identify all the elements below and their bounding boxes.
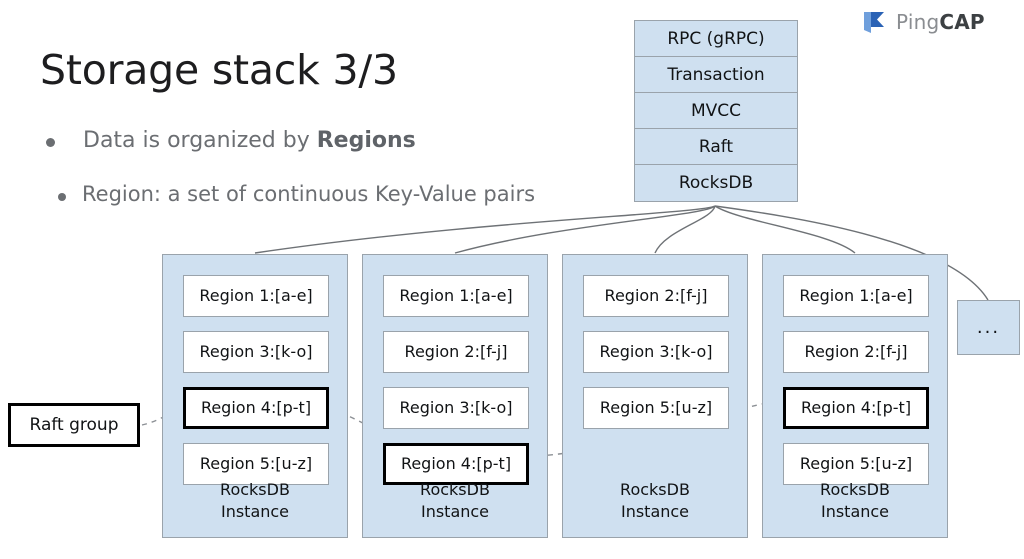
bullet-item-2: Region: a set of continuous Key-Value pa… [58, 182, 535, 206]
instance-label: RocksDB Instance [563, 479, 747, 523]
region-box[interactable]: Region 3:[k-o] [183, 331, 329, 373]
region-box-highlighted[interactable]: Region 4:[p-t] [783, 387, 929, 429]
region-box[interactable]: Region 5:[u-z] [783, 443, 929, 485]
instance-label: RocksDB Instance [763, 479, 947, 523]
instance-label: RocksDB Instance [363, 479, 547, 523]
region-box[interactable]: Region 5:[u-z] [583, 387, 729, 429]
stack-layer-raft: Raft [635, 129, 797, 165]
stack-layer-mvcc: MVCC [635, 93, 797, 129]
region-box-highlighted[interactable]: Region 4:[p-t] [383, 443, 529, 485]
instance-label-line2: Instance [620, 502, 690, 521]
connector-to-instance-0 [254, 205, 716, 254]
instance-label-line2: Instance [420, 502, 490, 521]
region-box[interactable]: Region 1:[a-e] [783, 275, 929, 317]
region-box[interactable]: Region 2:[f-j] [783, 331, 929, 373]
rocksdb-instance-1: Region 1:[a-e] Region 3:[k-o] Region 4:[… [162, 254, 348, 538]
region-box[interactable]: Region 1:[a-e] [383, 275, 529, 317]
bullet-2-text: Region: a set of continuous Key-Value pa… [82, 182, 536, 206]
instance-label-line2: Instance [820, 502, 890, 521]
connector-to-instance-3 [714, 205, 856, 254]
rocksdb-instance-3: Region 2:[f-j] Region 3:[k-o] Region 5:[… [562, 254, 748, 538]
region-box[interactable]: Region 2:[f-j] [383, 331, 529, 373]
pingcap-logo-text: PingCAP [896, 12, 985, 32]
instance-label: RocksDB Instance [163, 479, 347, 523]
raft-group-callout: Raft group [8, 403, 140, 447]
logo-text-ping: Ping [896, 10, 940, 34]
bullet-dot-icon [58, 193, 66, 201]
stack-layer-transaction: Transaction [635, 57, 797, 93]
bullet-1-text-before: Data is organized by [83, 128, 317, 153]
region-box[interactable]: Region 3:[k-o] [383, 387, 529, 429]
tikv-protocol-stack: RPC (gRPC) Transaction MVCC Raft RocksDB [634, 20, 798, 202]
page-title: Storage stack 3/3 [40, 46, 398, 94]
logo-text-cap: CAP [939, 10, 985, 34]
bullet-1-text-strong: Regions [316, 128, 416, 153]
bullet-1-text: Data is organized by Regions [83, 128, 416, 153]
connector-to-instance-2 [654, 205, 716, 254]
region-box[interactable]: Region 1:[a-e] [183, 275, 329, 317]
region-box[interactable]: Region 5:[u-z] [183, 443, 329, 485]
stack-layer-rocksdb: RocksDB [635, 165, 797, 201]
instance-label-line1: RocksDB [820, 480, 890, 499]
more-instances-ellipsis-box: ... [957, 300, 1020, 355]
region-box-highlighted[interactable]: Region 4:[p-t] [183, 387, 329, 429]
bullet-item-1: Data is organized by Regions [46, 128, 416, 153]
pingcap-logo-mark [862, 9, 888, 35]
instance-label-line2: Instance [220, 502, 290, 521]
rocksdb-instance-4: Region 1:[a-e] Region 2:[f-j] Region 4:[… [762, 254, 948, 538]
connector-to-instance-1 [454, 205, 716, 254]
instance-label-line1: RocksDB [620, 480, 690, 499]
region-box[interactable]: Region 3:[k-o] [583, 331, 729, 373]
instance-label-line1: RocksDB [220, 480, 290, 499]
instance-label-line1: RocksDB [420, 480, 490, 499]
bullet-dot-icon [46, 138, 55, 147]
rocksdb-instance-2: Region 1:[a-e] Region 2:[f-j] Region 3:[… [362, 254, 548, 538]
pingcap-logo: PingCAP [862, 6, 1002, 38]
stack-layer-rpc: RPC (gRPC) [635, 21, 797, 57]
region-box[interactable]: Region 2:[f-j] [583, 275, 729, 317]
